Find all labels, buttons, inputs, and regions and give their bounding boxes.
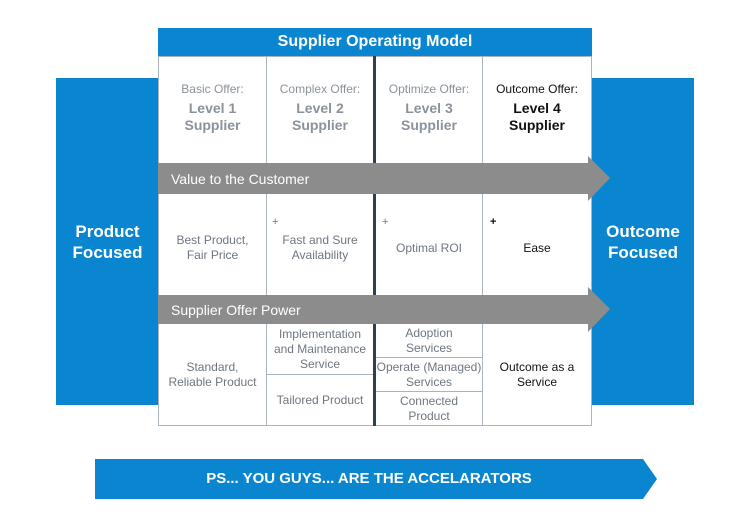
- power-arrow-shape: [158, 287, 610, 332]
- column-divider-3: [482, 56, 483, 426]
- power-cell-2-top-line2: and Maintenance: [273, 341, 367, 356]
- level-4-name-line2: Supplier: [508, 117, 565, 133]
- value-cell-2: Fast and Sure Availability: [267, 200, 373, 296]
- power-cell-4-line1: Outcome as a: [499, 359, 575, 374]
- value-cell-1-line2: Fair Price: [186, 248, 239, 262]
- bottom-banner-text: PS... YOU GUYS... ARE THE ACCELARATORS: [206, 470, 532, 487]
- value-cell-1-line1: Best Product,: [176, 233, 249, 247]
- power-cell-3-bottom-line2: Product: [408, 408, 450, 423]
- level-3-type: Optimize Offer:: [388, 82, 470, 96]
- level-3-name-line2: Supplier: [400, 117, 457, 133]
- bottom-banner-shape: [95, 459, 657, 499]
- power-cell-2-top-line3: Service: [299, 356, 340, 371]
- model-title: Supplier Operating Model: [277, 33, 473, 50]
- value-cell-3: Optimal ROI: [376, 200, 482, 296]
- level-1-header: Basic Offer: Level 1 Supplier: [159, 56, 266, 160]
- column-divider-1: [266, 56, 267, 426]
- level-3-name-line1: Level 3: [405, 100, 453, 116]
- value-plus-4: +: [490, 216, 497, 228]
- value-cell-2-line2: Availability: [291, 248, 349, 262]
- outcome-focused-line2: Focused: [608, 242, 678, 262]
- value-plus-2: +: [272, 216, 279, 228]
- power-cell-4-line2: Service: [516, 374, 557, 389]
- power-cell-3-mid: Operate (Managed) Services: [376, 358, 482, 391]
- value-plus-3: +: [382, 216, 389, 228]
- value-cell-4: Ease: [483, 200, 591, 296]
- power-cell-2-top-line1: Implementation: [278, 326, 362, 341]
- power-cell-4: Outcome as a Service: [483, 324, 591, 425]
- level-3-header: Optimize Offer: Level 3 Supplier: [376, 56, 482, 160]
- bottom-banner-arrow: [95, 459, 657, 499]
- product-focused-panel: Product Focused: [56, 78, 159, 405]
- model-title-bar: Supplier Operating Model: [158, 28, 592, 56]
- power-cell-3-top: Adoption Services: [376, 324, 482, 357]
- outcome-focused-line1: Outcome: [606, 221, 680, 241]
- level-2-name-line2: Supplier: [291, 117, 348, 133]
- value-cell-3-line1: Optimal ROI: [395, 240, 462, 255]
- power-cell-3-top-line1: Adoption: [405, 325, 453, 340]
- product-focused-line1: Product: [75, 221, 140, 241]
- power-cell-3-mid-line2: Services: [405, 374, 452, 389]
- outcome-focused-panel: Outcome Focused: [592, 78, 694, 405]
- power-col3-divider-2: [376, 391, 482, 392]
- power-arrow-band: [158, 287, 610, 332]
- power-col3-divider-1: [376, 357, 482, 358]
- level-4-name-line1: Level 4: [513, 100, 561, 116]
- power-cell-1: Standard, Reliable Product: [159, 324, 266, 425]
- level-1-name-line2: Supplier: [184, 117, 241, 133]
- value-arrow-shape: [158, 156, 610, 201]
- level-2-name-line1: Level 2: [296, 100, 344, 116]
- value-cell-4-line1: Ease: [523, 240, 551, 255]
- level-2-header: Complex Offer: Level 2 Supplier: [267, 56, 373, 160]
- power-col2-divider: [267, 374, 373, 375]
- power-cell-1-line2: Reliable Product: [168, 374, 257, 389]
- level-2-type: Complex Offer:: [279, 82, 361, 96]
- power-cell-3-bottom: Connected Product: [376, 392, 482, 425]
- power-cell-1-line1: Standard,: [186, 359, 239, 374]
- value-arrow-band: [158, 156, 610, 201]
- value-cell-1: Best Product, Fair Price: [159, 200, 266, 296]
- value-cell-2-line1: Fast and Sure: [282, 233, 358, 247]
- power-cell-3-mid-line1: Operate (Managed): [376, 359, 482, 374]
- level-4-type: Outcome Offer:: [496, 82, 578, 96]
- power-cell-2-bottom-line1: Tailored Product: [276, 392, 364, 407]
- power-cell-3-top-line2: Services: [405, 340, 452, 355]
- power-band-label: Supplier Offer Power: [171, 302, 301, 318]
- column-divider-2: [373, 56, 376, 426]
- value-band-label: Value to the Customer: [171, 171, 310, 187]
- power-cell-3-bottom-line1: Connected: [399, 393, 459, 408]
- power-cell-2-bottom: Tailored Product: [267, 375, 373, 425]
- level-1-type: Basic Offer:: [181, 82, 244, 96]
- level-1-name-line1: Level 1: [188, 100, 237, 116]
- product-focused-line2: Focused: [72, 242, 143, 262]
- level-4-header: Outcome Offer: Level 4 Supplier: [483, 56, 591, 160]
- power-cell-2-top: Implementation and Maintenance Service: [267, 324, 373, 374]
